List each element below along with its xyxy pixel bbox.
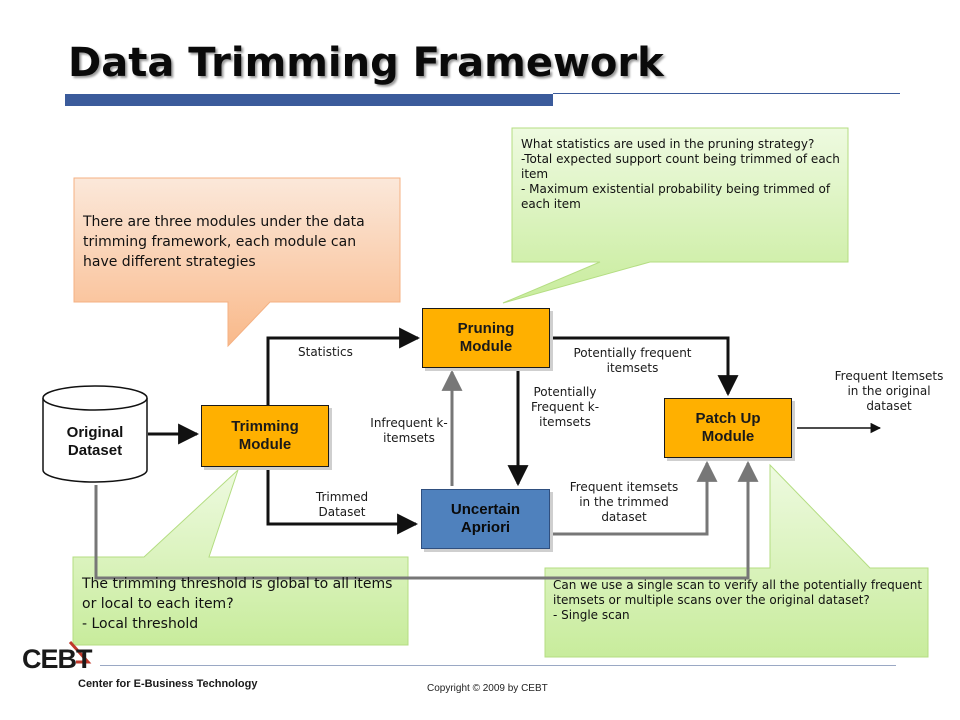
cebt-logo-text: CEBT xyxy=(22,644,92,674)
callout-three-modules: There are three modules under the data t… xyxy=(83,214,365,270)
threshold-question: The trimming threshold is global to all … xyxy=(82,576,393,612)
scan-question: Can we use a single scan to verify all t… xyxy=(553,578,923,607)
uncertain-apriori-label: Uncertain Apriori xyxy=(450,501,521,536)
footer-rule xyxy=(100,665,896,666)
title-accent-bar xyxy=(65,94,553,106)
title-rule xyxy=(553,93,900,94)
pruning-answer-1: -Total expected support count being trim… xyxy=(521,152,840,181)
footer-organization: Center for E-Business Technology xyxy=(78,678,258,690)
frequent-original-label: Frequent Itemsets in the original datase… xyxy=(834,369,944,413)
callout-trimming-threshold-shape xyxy=(72,469,409,646)
cebt-logo-mark xyxy=(68,640,92,664)
callout-pruning-statistics-shape xyxy=(502,127,849,304)
slide-title: Data Trimming Framework xyxy=(68,40,664,86)
pruning-module-label: Pruning Module xyxy=(457,320,515,355)
patch-up-module-label: Patch Up Module xyxy=(695,410,761,445)
original-dataset-cylinder xyxy=(42,385,148,483)
trimming-module-label: Trimming Module xyxy=(231,418,299,453)
connectors xyxy=(94,327,882,580)
callout-three-modules-shape xyxy=(73,177,401,348)
trimming-module: Trimming Module xyxy=(201,405,329,467)
potentially-frequent-itemsets-label: Potentially frequent itemsets xyxy=(573,346,692,375)
callout-trimming-threshold: The trimming threshold is global to all … xyxy=(82,574,404,634)
footer-copyright: Copyright © 2009 by CEBT xyxy=(427,683,548,694)
infrequent-label: Infrequent k-itemsets xyxy=(370,416,448,445)
pruning-answer-2: - Maximum existential probability being … xyxy=(521,182,831,211)
uncertain-apriori-module: Uncertain Apriori xyxy=(421,489,550,549)
callout-single-scan: Can we use a single scan to verify all t… xyxy=(553,578,925,623)
trimmed-dataset-label: Trimmed Dataset xyxy=(315,490,369,519)
patch-up-module: Patch Up Module xyxy=(664,398,792,458)
potentially-frequent-k-label: Potentially Frequent k-itemsets xyxy=(530,385,600,429)
scan-answer: - Single scan xyxy=(553,608,630,622)
callout-pruning-statistics: What statistics are used in the pruning … xyxy=(521,137,841,212)
pruning-module: Pruning Module xyxy=(422,308,550,368)
pruning-question: What statistics are used in the pruning … xyxy=(521,137,815,151)
threshold-answer: - Local threshold xyxy=(82,616,199,632)
original-dataset-label: Original Dataset xyxy=(66,424,124,459)
statistics-label: Statistics xyxy=(298,345,353,359)
frequent-trimmed-label: Frequent itemsets in the trimmed dataset xyxy=(569,480,679,524)
callout-single-scan-shape xyxy=(544,463,929,658)
